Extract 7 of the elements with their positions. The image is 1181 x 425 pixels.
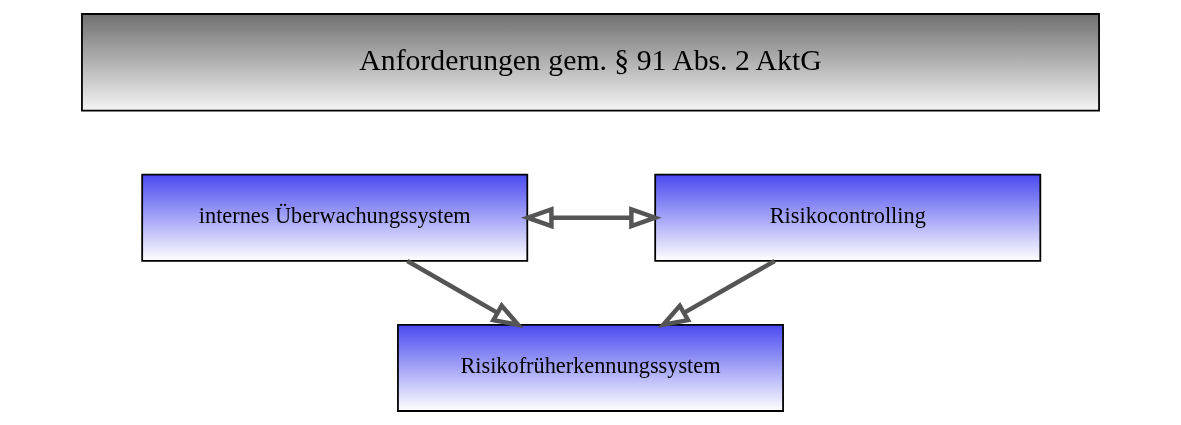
- node-box: Risikofrüherkennungssystem: [397, 323, 784, 412]
- arrow: [406, 259, 524, 329]
- node-box: Risikocontrolling: [654, 173, 1042, 262]
- node-box: internes Überwachungssystem: [141, 173, 529, 262]
- node-box: Anforderungen gem. § 91 Abs. 2 AktG: [81, 13, 1100, 112]
- arrow: [657, 259, 776, 329]
- arrow: [520, 206, 662, 230]
